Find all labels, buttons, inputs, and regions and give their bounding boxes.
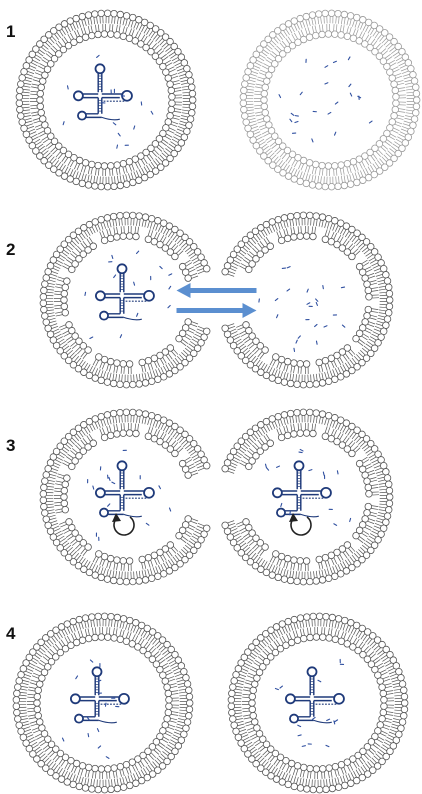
- step-2-right-vesicle: [221, 211, 394, 389]
- step-4-right-ribozyme-icon: [284, 666, 345, 724]
- step-4-right-vesicle: [227, 612, 409, 794]
- step-3-left-monomers: [87, 449, 172, 542]
- step-1-right-monomers: [278, 56, 373, 143]
- step-3-right-ribozyme-icon: [271, 460, 332, 518]
- step-1-right-vesicle: [239, 9, 421, 191]
- step-2-left-monomers: [84, 250, 173, 340]
- step-4-right-monomers: [274, 658, 345, 748]
- step-4-left-vesicle: [12, 612, 194, 794]
- step-4-left-ribozyme-icon: [69, 666, 130, 724]
- step-label-3: 3: [6, 436, 16, 455]
- step-3-left-vesicle: [39, 408, 211, 586]
- step-3-left-ribozyme-icon: [94, 460, 155, 518]
- step-label-2: 2: [6, 240, 16, 259]
- step-2-left-vesicle: [39, 211, 211, 389]
- step-1-left-ribozyme-icon: [72, 63, 133, 121]
- step-1-left-vesicle: [15, 9, 197, 191]
- step-2-left-ribozyme-icon: [94, 263, 155, 321]
- step-3-left-cycle-icon: [112, 513, 135, 536]
- step-3-right-monomers: [264, 448, 352, 526]
- step-2-exchange-arrows-icon: [176, 283, 257, 318]
- step-4-left-monomers: [61, 659, 120, 759]
- step-1-left-monomers: [62, 54, 154, 149]
- step-3-right-vesicle: [221, 408, 394, 586]
- step-2-right-monomers: [258, 266, 346, 352]
- step-3-right-cycle-icon: [289, 513, 312, 536]
- step-label-4: 4: [6, 624, 16, 643]
- step-label-1: 1: [6, 22, 16, 41]
